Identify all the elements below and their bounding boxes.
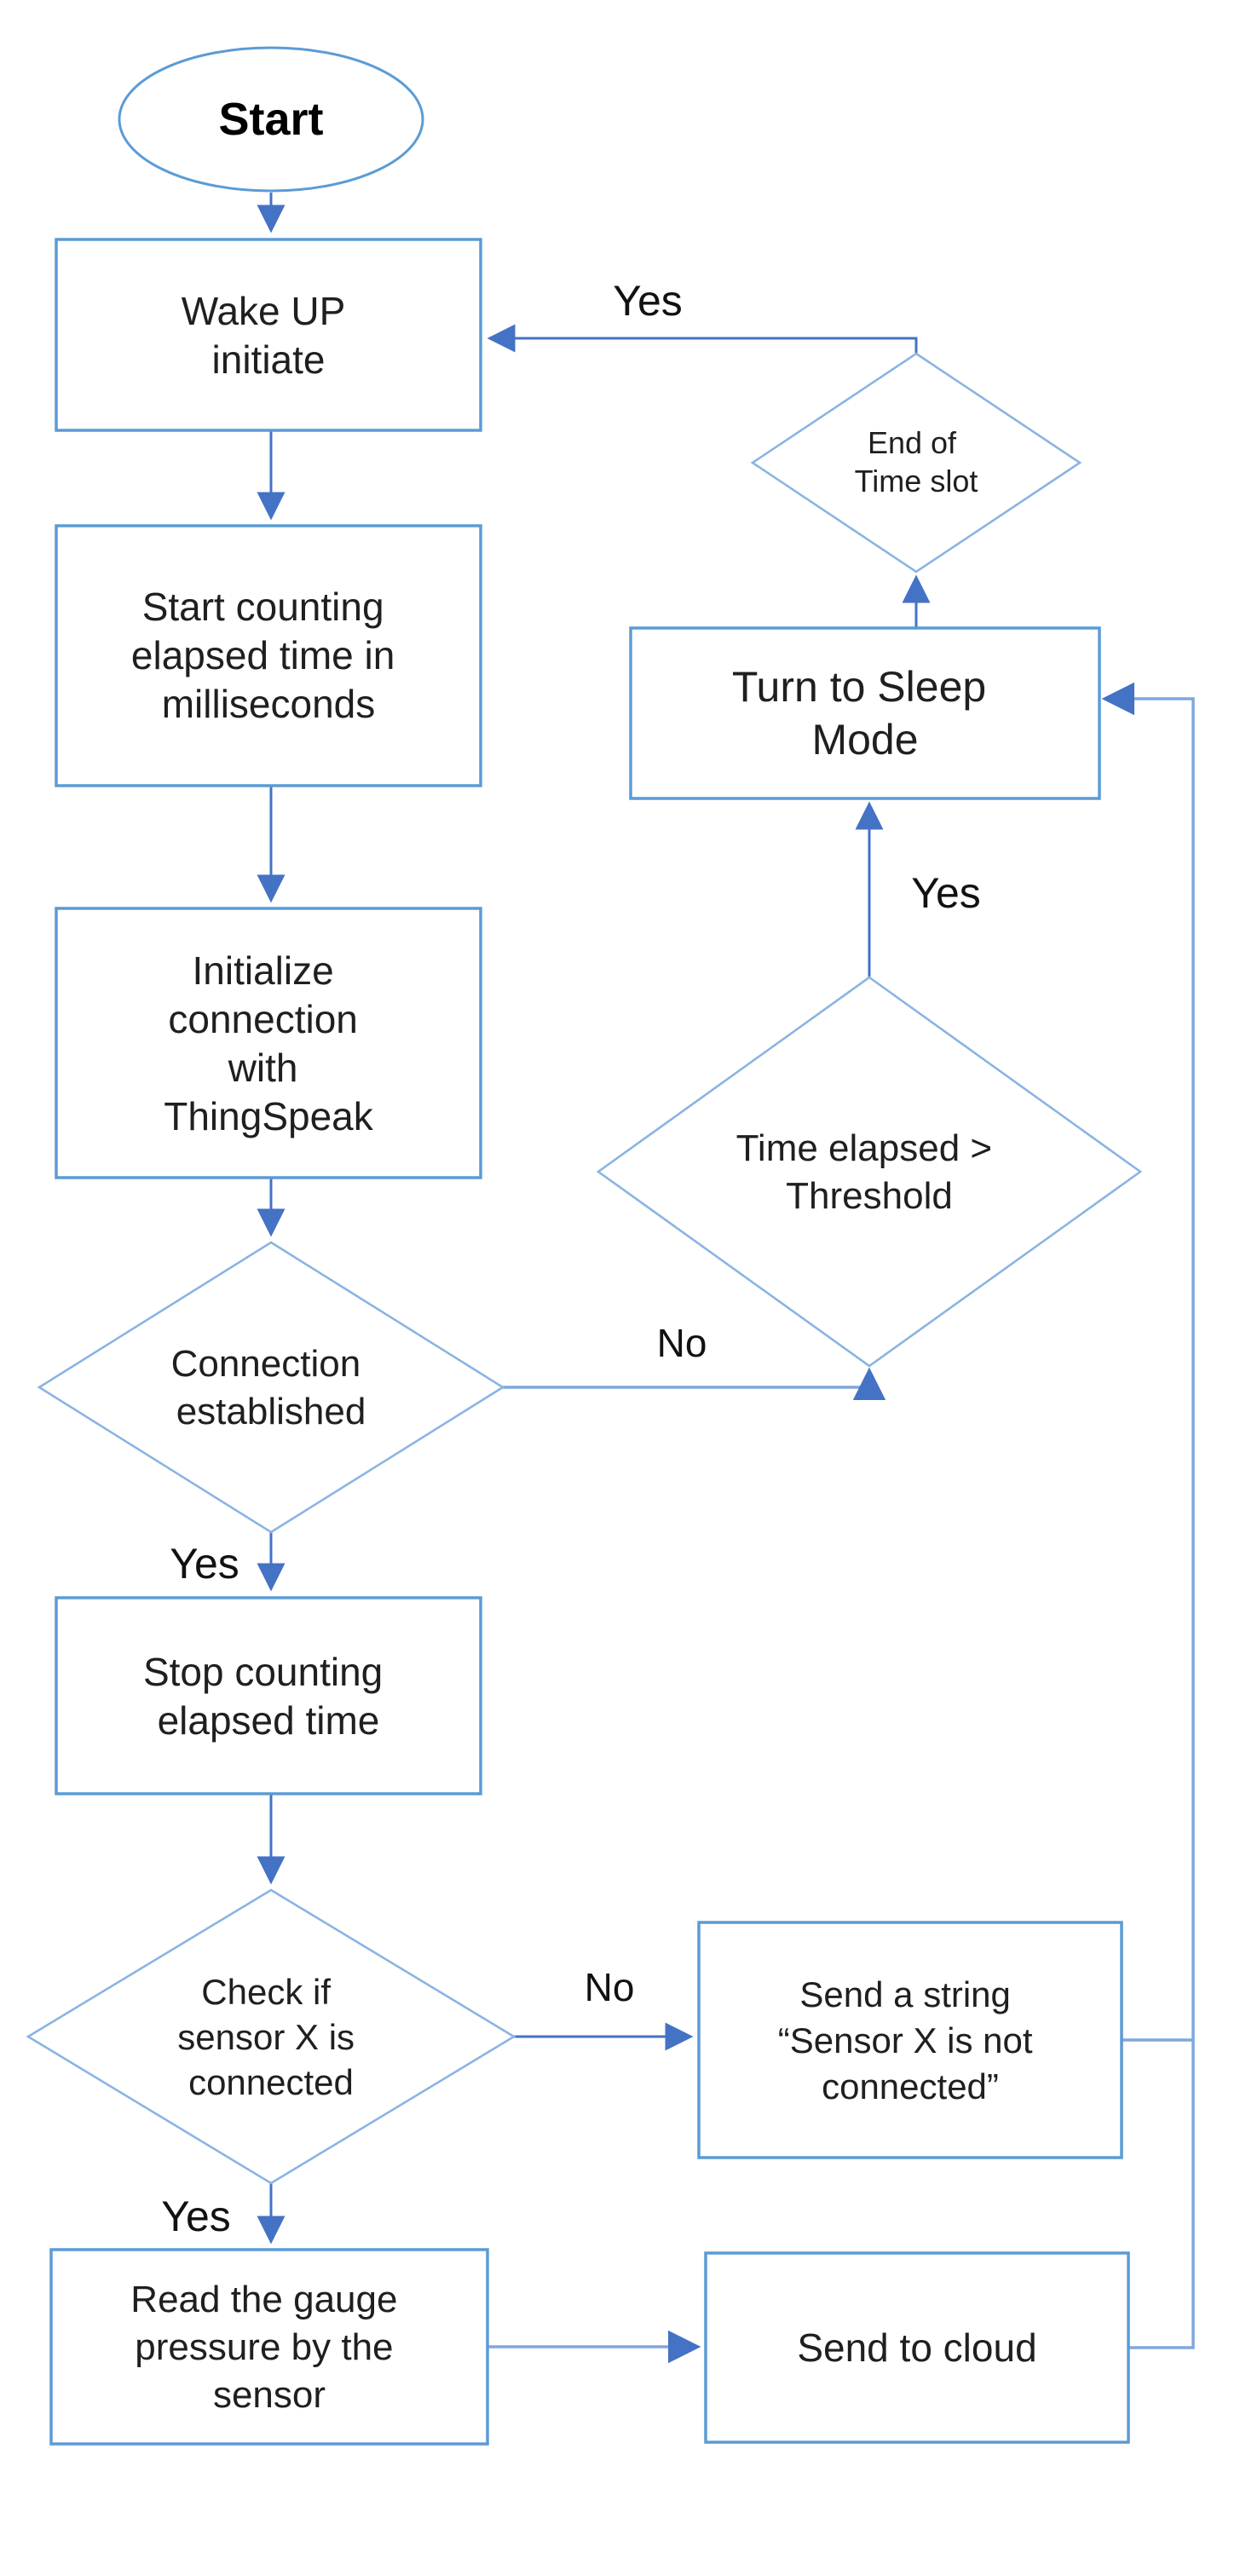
check-sensor-diamond <box>26 1888 516 2185</box>
label-yes-check-to-read: Yes <box>161 2193 231 2240</box>
time-elapsed-label: Time elapsed > Threshold <box>736 1127 1003 1217</box>
initialize-connection-label: Initialize connection with ThingSpeak <box>164 948 373 1138</box>
label-yes-time-to-sleep: Yes <box>911 869 981 917</box>
check-sensor-label: Check if sensor X is connected <box>177 1972 364 2102</box>
turn-to-sleep-box <box>629 626 1101 800</box>
edge-connection-no-to-timeelapsed <box>503 1367 886 1401</box>
end-of-time-slot-diamond <box>750 352 1082 573</box>
connection-established-label: Connection established <box>171 1343 372 1432</box>
stop-counting-box <box>55 1596 482 1795</box>
end-of-time-slot-label: End of Time slot <box>855 425 978 498</box>
label-yes-connection-to-stop: Yes <box>170 1540 239 1588</box>
send-to-cloud-box <box>704 2251 1130 2444</box>
read-gauge-box <box>49 2248 489 2446</box>
time-elapsed-diamond <box>596 976 1143 1368</box>
label-yes-end-to-wake: Yes <box>613 277 683 325</box>
read-gauge-label: Read the gauge pressure by the sensor <box>130 2279 407 2416</box>
send-string-label: Send a string “Sensor X is not connected… <box>778 1974 1042 2106</box>
label-no-check-to-send: No <box>585 1965 635 2009</box>
connection-established-diamond <box>37 1241 505 1534</box>
start-label: Start <box>218 94 323 145</box>
stop-counting-label: Stop counting elapsed time <box>143 1650 394 1743</box>
start-counting-label: Start counting elapsed time in milliseco… <box>131 585 406 726</box>
initialize-connection-box <box>55 907 482 1179</box>
send-string-box <box>697 1921 1123 2159</box>
edge-feedback-to-sleep <box>1101 682 1195 2349</box>
wake-up-initiate-label: Wake UP initiate <box>182 289 356 382</box>
start-counting-box <box>55 524 482 787</box>
start-terminator <box>118 46 424 193</box>
label-no-connection-to-time: No <box>657 1321 707 1365</box>
edge-endoftimeslot-yes-to-wakeup <box>487 324 918 354</box>
send-to-cloud-label: Send to cloud <box>797 2325 1036 2370</box>
wake-up-initiate-box <box>55 238 482 432</box>
turn-to-sleep-label: Turn to Sleep Mode <box>732 663 998 764</box>
